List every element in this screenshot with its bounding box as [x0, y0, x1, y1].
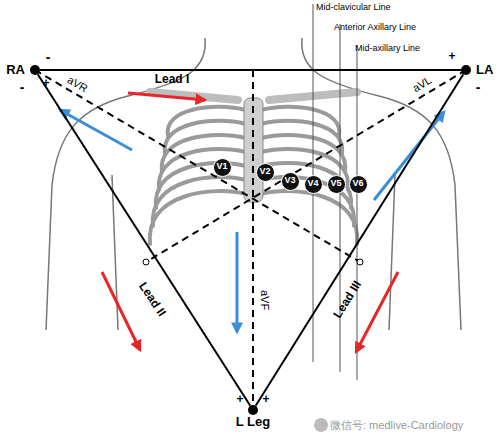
lead-vector-arrow — [236, 232, 239, 332]
limb-lead-line — [38, 74, 251, 406]
electrode-dot: L Leg — [248, 405, 258, 415]
rib — [150, 191, 246, 244]
sternum — [244, 98, 263, 202]
polarity-or-lead-label: aVL — [410, 74, 433, 94]
reference-line-name: Mid-axillary Line — [355, 44, 420, 54]
limb-lead-line — [40, 69, 461, 71]
chest-lead-circle: V5 — [327, 175, 346, 194]
lead-name: Lead I — [155, 73, 190, 86]
electrode-dot: RA — [30, 65, 40, 75]
polarity-or-lead-label: - — [476, 80, 481, 95]
polarity-or-lead-label: + — [236, 393, 243, 406]
lead-vector-arrow — [60, 110, 132, 150]
electrode-dot: LA — [461, 65, 471, 75]
electrode-label: LA — [476, 63, 493, 77]
augmented-lead-axes — [35, 70, 466, 405]
polarity-or-lead-label: - — [46, 50, 51, 65]
chest-lead-circle: V6 — [349, 175, 368, 194]
lead-vector-arrow — [374, 112, 444, 200]
chest-lead-label: V2 — [257, 167, 274, 177]
rib — [261, 191, 357, 244]
reference-line-name: Anterior Axillary Line — [334, 23, 416, 33]
watermark-icon — [314, 418, 328, 432]
chest-lead-label: V6 — [350, 179, 367, 189]
axis-end — [357, 259, 363, 265]
polarity-or-lead-label: + — [42, 77, 49, 90]
chest-lead-label: V1 — [214, 162, 231, 172]
lead-name: Lead II — [136, 281, 168, 320]
chest-lead-circle: V3 — [281, 172, 300, 191]
polarity-or-lead-label: aVF — [259, 290, 271, 310]
polarity-or-lead-label: aVR — [66, 73, 91, 94]
chest-lead-label: V4 — [305, 179, 322, 189]
electrode-label: RA — [6, 63, 25, 77]
lead-name: Lead III — [331, 279, 364, 321]
chest-lead-circle: V1 — [213, 158, 232, 177]
rib — [261, 135, 345, 172]
electrode-label: L Leg — [236, 415, 270, 429]
limb-lead-line — [256, 74, 464, 406]
chest-lead-label: V5 — [328, 179, 345, 189]
polarity-or-lead-label: + — [262, 393, 269, 406]
reference-line-name: Mid-clavicular Line — [316, 3, 391, 13]
chest-lead-circle: V4 — [304, 175, 323, 194]
chest-lead-circle: V2 — [256, 163, 275, 182]
watermark: 微信号: medlive-Cardiology — [330, 419, 463, 431]
axis-end — [143, 259, 149, 265]
rib — [153, 177, 246, 226]
lead-vector-arrow — [128, 93, 205, 100]
lead-vector-arrow — [102, 272, 140, 350]
reference-lines — [313, 4, 357, 380]
polarity-or-lead-label: - — [20, 80, 25, 95]
rib — [261, 163, 351, 208]
chest-lead-label: V3 — [282, 176, 299, 186]
polarity-or-lead-label: + — [448, 50, 455, 63]
